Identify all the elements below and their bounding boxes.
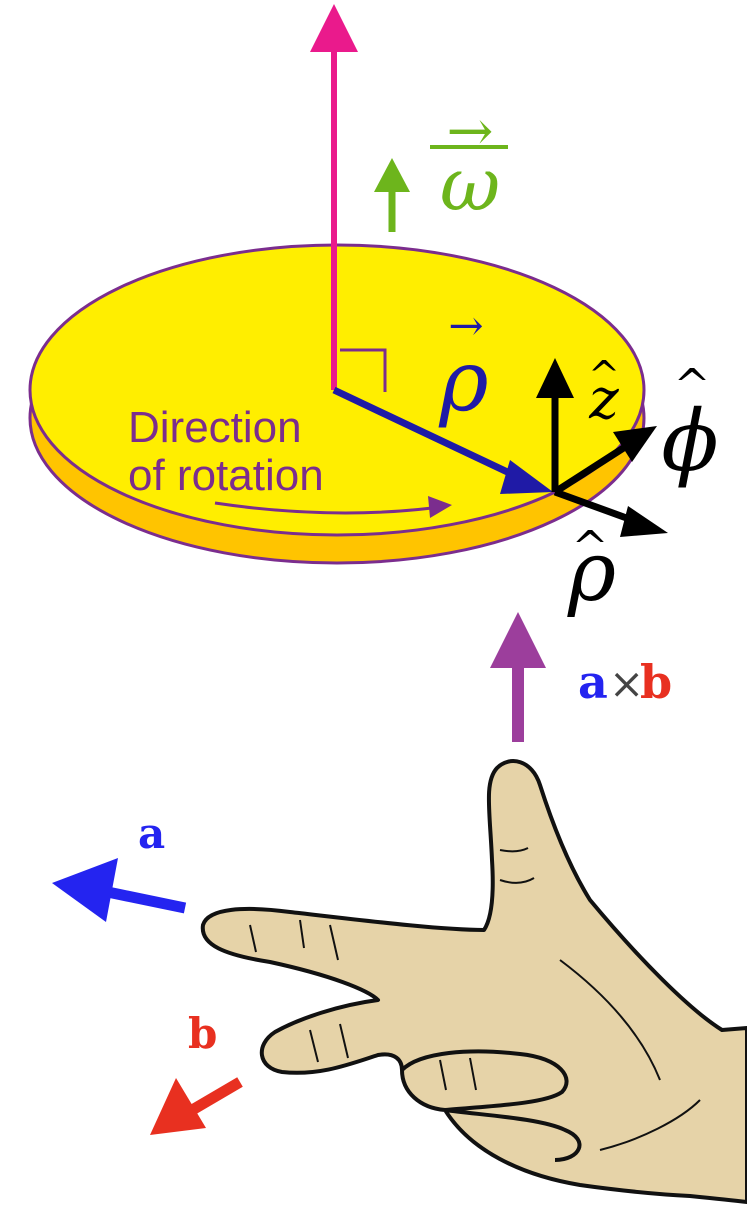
cross-product-arrow	[490, 612, 546, 742]
finger-a-arrow	[52, 858, 187, 922]
knuckle-crease	[329, 924, 339, 961]
cross-product-label-a: a	[578, 655, 608, 709]
curled-finger-2	[444, 1108, 582, 1162]
palm-line	[599, 1099, 701, 1151]
phi-hat-mark: ^	[674, 360, 711, 411]
phi-hat-arrow	[553, 426, 657, 495]
rho-vector-label: ρ	[438, 332, 488, 430]
rho-hat-arrow	[553, 488, 668, 537]
cross-product-label-times: ×	[609, 659, 644, 708]
z-hat-arrow	[536, 358, 574, 492]
finger-b-label: b	[188, 1009, 217, 1058]
z-hat-label: z	[588, 367, 619, 432]
hand-body	[200, 759, 747, 1204]
knuckle-crease	[499, 877, 535, 884]
rho-hat-mark: ^	[572, 522, 609, 573]
palm-line	[559, 959, 661, 1081]
rho-hat-label: ρ	[567, 525, 616, 620]
phi-hat-label: ϕ	[661, 392, 718, 490]
z-hat-mark: ^	[588, 353, 620, 397]
rotation-text-line2: of rotation	[128, 451, 324, 500]
rotation-direction-arrow	[214, 496, 452, 518]
knuckle-crease	[439, 1059, 447, 1091]
knuckle-crease	[299, 919, 305, 949]
rotation-text-line1: Direction	[128, 403, 302, 452]
rho-vector-arrow	[332, 386, 553, 494]
rotation-axis	[310, 4, 358, 390]
knuckle-crease	[499, 847, 529, 853]
cross-product-label-b: b	[640, 655, 672, 709]
knuckle-crease	[339, 1023, 349, 1059]
omega-label: ω	[440, 142, 500, 228]
rotation-axis-arrowhead	[310, 4, 358, 52]
omega-vector-arrow-mark: →	[447, 99, 494, 164]
knuckle-crease	[309, 1029, 319, 1063]
finger-b-arrow	[150, 1077, 243, 1135]
right-angle-mark	[340, 348, 387, 392]
knuckle-crease	[469, 1057, 477, 1091]
right-hand-illustration	[200, 759, 747, 1204]
knuckle-crease	[249, 924, 257, 953]
rho-vector-arrow-mark: →	[448, 301, 483, 350]
curled-finger-1	[400, 1049, 569, 1112]
finger-a-label: a	[138, 809, 165, 858]
omega-arrow	[374, 158, 410, 232]
